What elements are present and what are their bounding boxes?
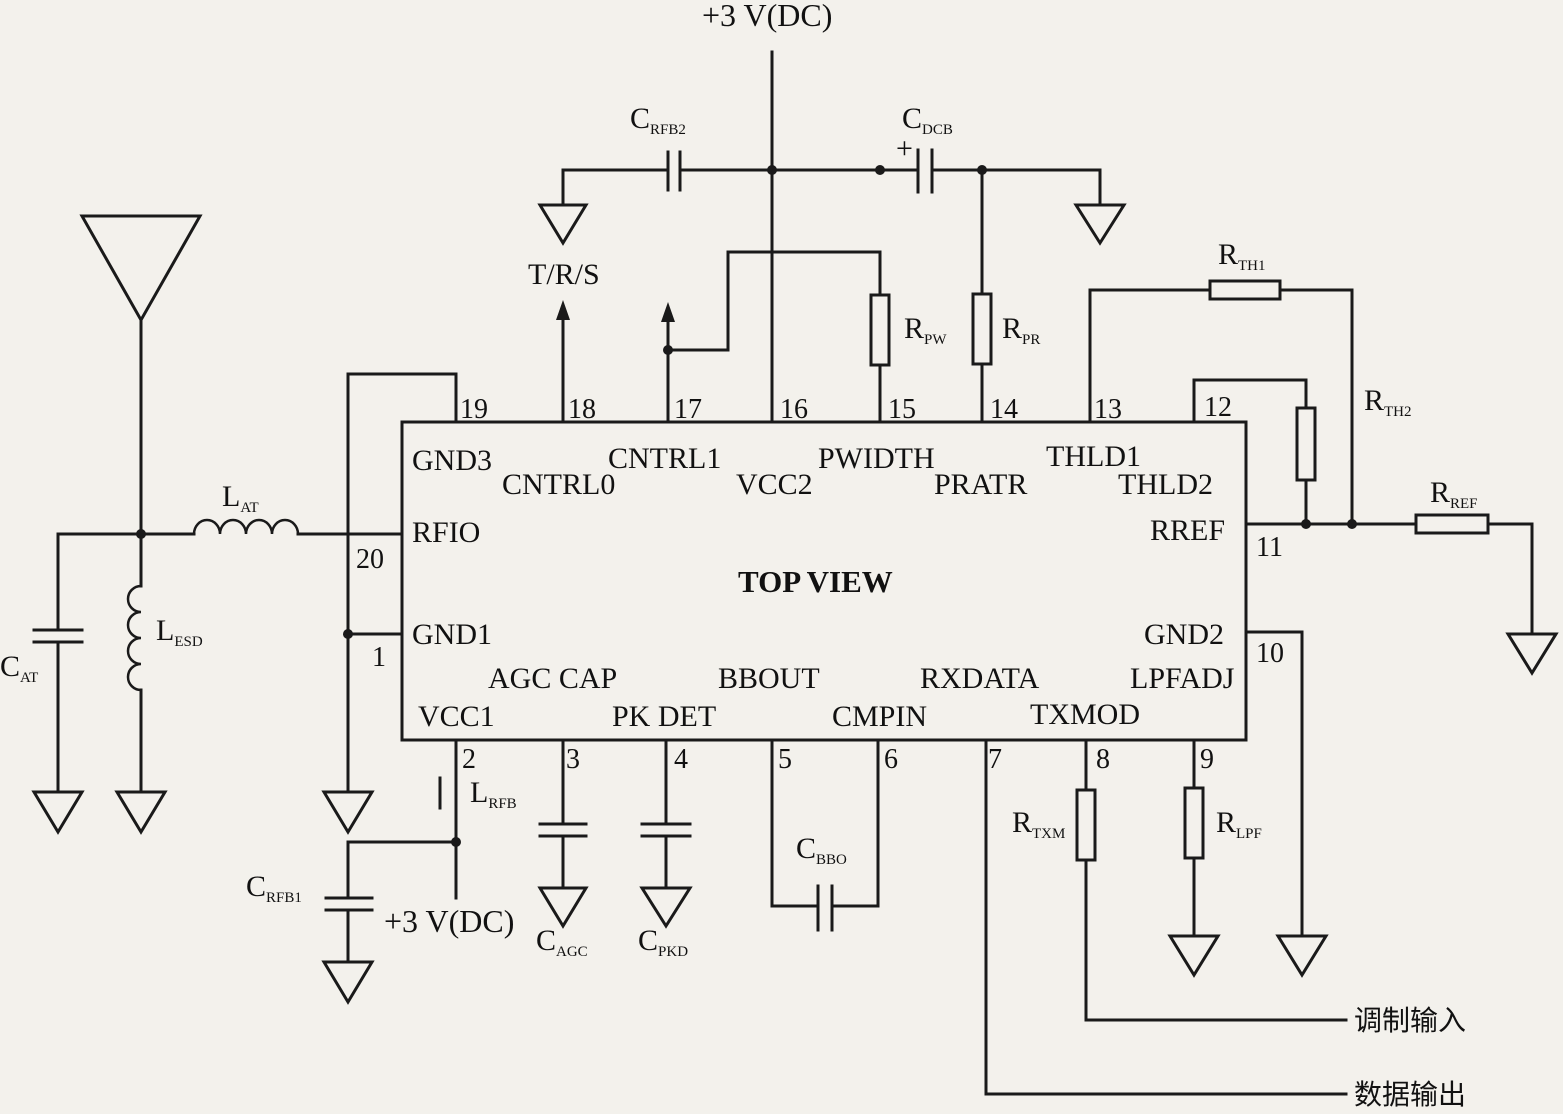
polarity-plus-cdcb: + <box>896 132 913 165</box>
pin-label-vcc1: VCC1 <box>418 700 495 733</box>
resistor-rth2 <box>1295 406 1317 482</box>
pin-label-pwidth: PWIDTH <box>818 442 935 475</box>
resistor-rpr <box>971 292 993 366</box>
arrow-up-icon <box>556 300 570 320</box>
supply-label-bottom: +3 V(DC) <box>384 903 514 939</box>
resistor-rtxm <box>1075 788 1097 862</box>
pin-label-pratr: PRATR <box>934 468 1027 501</box>
pin-label-rxdata: RXDATA <box>920 662 1040 695</box>
arrow-up-icon <box>661 302 675 322</box>
pin-label-cmpin: CMPIN <box>832 700 927 733</box>
label-rth2: RTH2 <box>1364 384 1412 420</box>
inductor-lat <box>192 518 300 535</box>
chip-body <box>400 420 1248 742</box>
pin-number-15: 15 <box>888 394 916 425</box>
pin-label-gnd2: GND2 <box>1144 618 1224 651</box>
label-rtxm: RTXM <box>1012 806 1065 842</box>
resistor-rref <box>1414 513 1490 535</box>
pin-number-12: 12 <box>1204 392 1232 423</box>
label-crfb2: CRFB2 <box>630 102 686 138</box>
junction-dot <box>663 345 673 355</box>
resistor-rth1 <box>1208 279 1282 301</box>
pin-label-bbout: BBOUT <box>718 662 820 695</box>
ground-symbol-gnd1 <box>321 790 375 835</box>
label-mod-in: 调制输入 <box>1354 1004 1466 1037</box>
pin-number-4: 4 <box>674 744 688 775</box>
junction-dot <box>1301 519 1311 529</box>
pin-label-txmod: TXMOD <box>1030 698 1140 731</box>
junction-dot <box>767 165 777 175</box>
label-cdcb: CDCB <box>902 102 953 138</box>
pin-number-7: 7 <box>988 744 1002 775</box>
pin-number-11: 11 <box>1256 532 1283 563</box>
label-rth1: RTH1 <box>1218 238 1266 274</box>
pin-label-gnd3: GND3 <box>412 444 492 477</box>
label-rlpf: RLPF <box>1216 806 1262 842</box>
label-lesd: LESD <box>156 614 203 650</box>
ground-symbol-lesd <box>114 790 168 835</box>
pin-number-1: 1 <box>372 642 386 673</box>
antenna-icon <box>79 214 203 324</box>
pin-label-pk-det: PK DET <box>612 700 716 733</box>
label-rpr: RPR <box>1002 312 1040 348</box>
pin-label-thld1: THLD1 <box>1046 440 1141 473</box>
label-cagc: CAGC <box>536 924 588 960</box>
pin-number-9: 9 <box>1200 744 1214 775</box>
pin-number-10: 10 <box>1256 638 1284 669</box>
label-data-out: 数据输出 <box>1354 1078 1466 1111</box>
pin-label-cntrl0: CNTRL0 <box>502 468 615 501</box>
pin-number-14: 14 <box>990 394 1018 425</box>
ground-symbol-cagc <box>537 886 589 929</box>
pin-label-rfio: RFIO <box>412 516 480 549</box>
ground-symbol-gnd2 <box>1275 934 1329 978</box>
pin-number-18: 18 <box>568 394 596 425</box>
junction-dot <box>1347 519 1357 529</box>
label-lrfb: LRFB <box>470 776 517 812</box>
pin-label-thld2: THLD2 <box>1118 468 1213 501</box>
pin-number-13: 13 <box>1094 394 1122 425</box>
pin-label-rref: RREF <box>1150 514 1225 547</box>
pin-label-gnd1: GND1 <box>412 618 492 651</box>
ground-symbol-cpkd <box>639 886 693 929</box>
pin-number-19: 19 <box>460 394 488 425</box>
pin-number-17: 17 <box>674 394 702 425</box>
ground-symbol-cat <box>31 790 85 835</box>
pin-number-5: 5 <box>778 744 792 775</box>
pin-number-3: 3 <box>566 744 580 775</box>
resistor-rlpf <box>1183 786 1205 860</box>
ground-symbol-rref <box>1505 632 1559 676</box>
pin-number-2: 2 <box>462 744 476 775</box>
label-rref: RREF <box>1430 476 1478 512</box>
ground-symbol-top-left <box>537 203 589 246</box>
pin-label-vcc2: VCC2 <box>736 468 813 501</box>
label-cbbo: CBBO <box>796 832 847 868</box>
resistor-rpw <box>869 293 891 367</box>
label-cat: CAT <box>0 650 38 686</box>
pin-label-lpfadj: LPFADJ <box>1130 662 1235 695</box>
label-lat: LAT <box>222 480 259 516</box>
junction-dot <box>451 837 461 847</box>
pin-number-16: 16 <box>780 394 808 425</box>
label-trs: T/R/S <box>528 258 600 291</box>
label-crfb1: CRFB1 <box>246 870 302 906</box>
pin-number-6: 6 <box>884 744 898 775</box>
pin-number-8: 8 <box>1096 744 1110 775</box>
junction-dot <box>343 629 353 639</box>
pin-label-cntrl1: CNTRL1 <box>608 442 721 475</box>
ground-symbol-top-right <box>1073 203 1127 246</box>
junction-dot <box>875 165 885 175</box>
ground-symbol-crfb1 <box>321 960 375 1005</box>
chip-title: TOP VIEW <box>738 564 893 599</box>
supply-label-top: +3 V(DC) <box>702 0 832 33</box>
label-cpkd: CPKD <box>638 924 688 960</box>
pin-number-20: 20 <box>356 544 384 575</box>
label-rpw: RPW <box>904 312 947 348</box>
ground-symbol-rlpf <box>1167 934 1221 978</box>
pin-label-agc-cap: AGC CAP <box>488 662 617 695</box>
inductor-lesd <box>126 584 142 692</box>
